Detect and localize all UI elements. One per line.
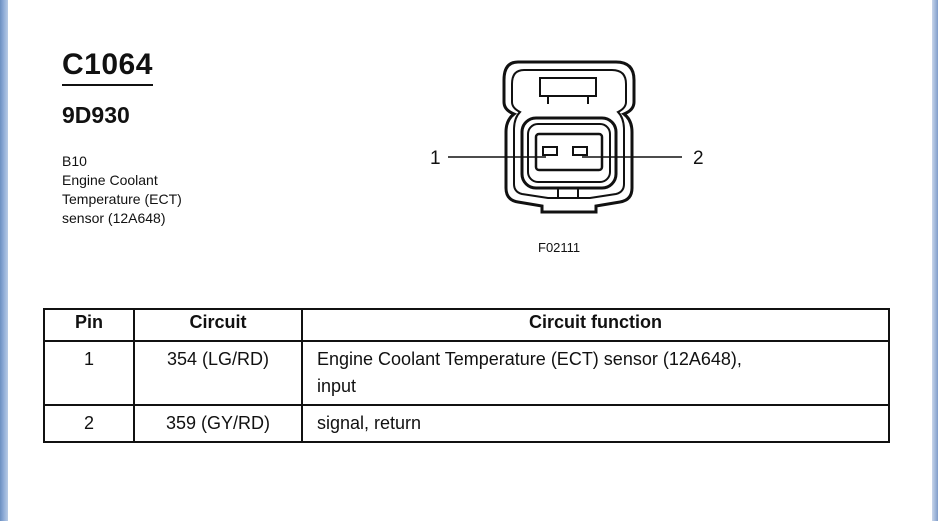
cell-pin: 1	[43, 340, 135, 406]
table-header-row: Pin Circuit Circuit function	[43, 308, 890, 342]
cell-pin: 2	[43, 404, 135, 443]
connector-id: C1064	[62, 48, 153, 86]
connector-body	[520, 116, 618, 190]
connector-face-diagram: 1 2	[430, 60, 704, 214]
description-line: Engine Coolant	[62, 172, 158, 188]
function-line: input	[317, 376, 357, 396]
connector-body-ring	[527, 123, 611, 183]
connector-latch-arms	[547, 96, 589, 104]
function-line: Engine Coolant Temperature (ECT) sensor …	[317, 349, 742, 369]
figure-code: F02111	[538, 240, 581, 255]
function-line: signal, return	[317, 413, 422, 433]
column-header-function: Circuit function	[301, 308, 890, 342]
connector-latch	[539, 77, 597, 97]
table-row: 1 354 (LG/RD) Engine Coolant Temperature…	[43, 340, 890, 406]
window-right-edge	[932, 0, 938, 521]
pin-1-label: 1	[430, 148, 441, 169]
description-line: Temperature (ECT)	[62, 191, 182, 207]
pin-2-terminal	[572, 146, 588, 156]
cell-function: signal, return	[301, 404, 890, 443]
pin-2-label: 2	[693, 148, 704, 169]
pin-1-terminal	[542, 146, 558, 156]
description-line: B10	[62, 153, 87, 169]
connector-keyway	[557, 188, 579, 199]
description-line: sensor (12A648)	[62, 210, 166, 226]
cell-circuit: 354 (LG/RD)	[133, 340, 303, 406]
column-header-circuit: Circuit	[133, 308, 303, 342]
cell-circuit: 359 (GY/RD)	[133, 404, 303, 443]
part-number: 9D930	[62, 102, 130, 128]
column-header-pin: Pin	[43, 308, 135, 342]
terminal-cavity	[534, 132, 604, 172]
connector-housing-inner	[511, 69, 627, 199]
table-row: 2 359 (GY/RD) signal, return	[43, 404, 890, 443]
cell-function: Engine Coolant Temperature (ECT) sensor …	[301, 340, 890, 406]
pinout-table: Pin Circuit Circuit function 1 354 (LG/R…	[43, 308, 890, 443]
connector-housing-outer	[502, 60, 636, 214]
connector-description: B10 Engine Coolant Temperature (ECT) sen…	[62, 152, 252, 228]
window-left-edge	[0, 0, 8, 521]
